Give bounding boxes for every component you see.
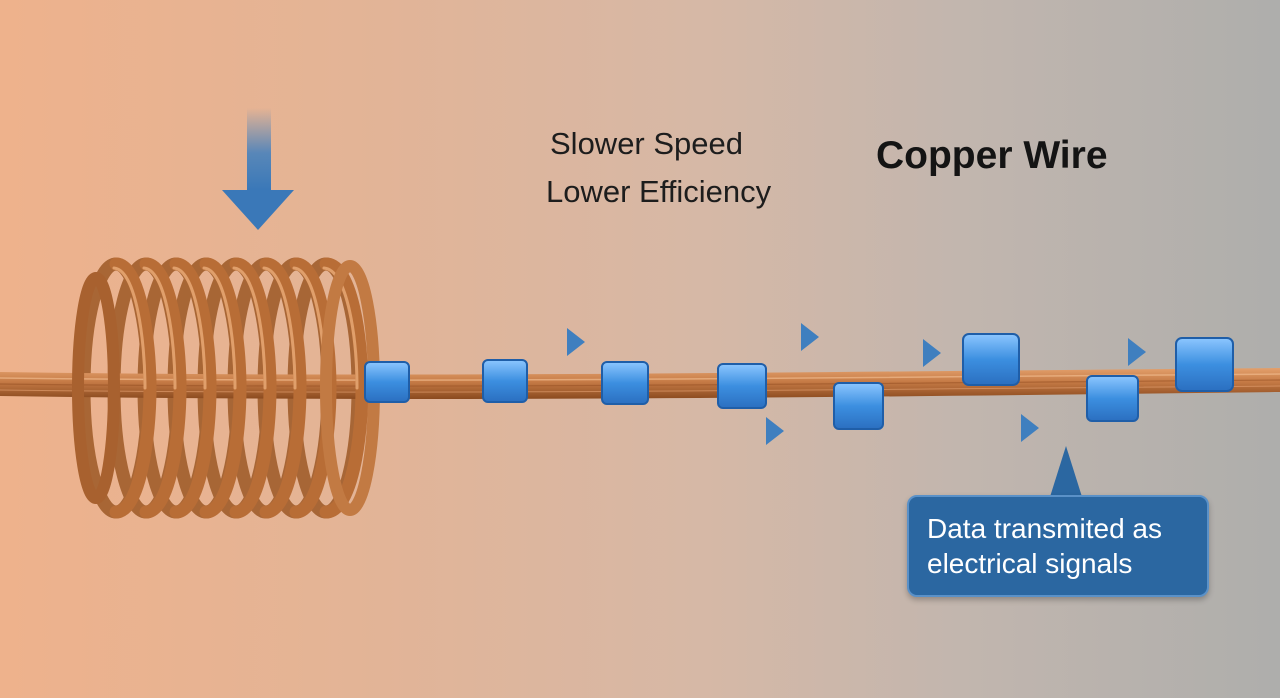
arrow-right-icon [690,417,784,445]
callout-box: Data transmited as electrical signals [907,495,1209,597]
arrow-down-icon [222,108,294,230]
efficiency-label: Lower Efficiency [546,174,772,209]
copper-coil [72,257,380,519]
arrow-right-icon [735,323,819,351]
square-icon [1086,375,1139,422]
square-icon [482,359,528,403]
callout-text: Data transmited as electrical signals [927,513,1162,579]
arrow-right-icon [845,339,941,367]
diagram-title: Copper Wire [876,134,1108,177]
square-icon [833,382,884,430]
square-icon [364,361,410,403]
speed-label: Slower Speed [550,126,744,161]
square-icon [717,363,767,409]
arrow-right-icon [945,414,1039,442]
arrow-right-icon [1052,338,1146,366]
square-icon [1175,337,1234,392]
flow-arrows [505,323,1146,445]
square-icon [601,361,649,405]
arrow-right-icon [505,328,585,356]
square-icon [962,333,1020,386]
data-packets [364,333,1234,430]
callout-pointer [1049,446,1083,500]
